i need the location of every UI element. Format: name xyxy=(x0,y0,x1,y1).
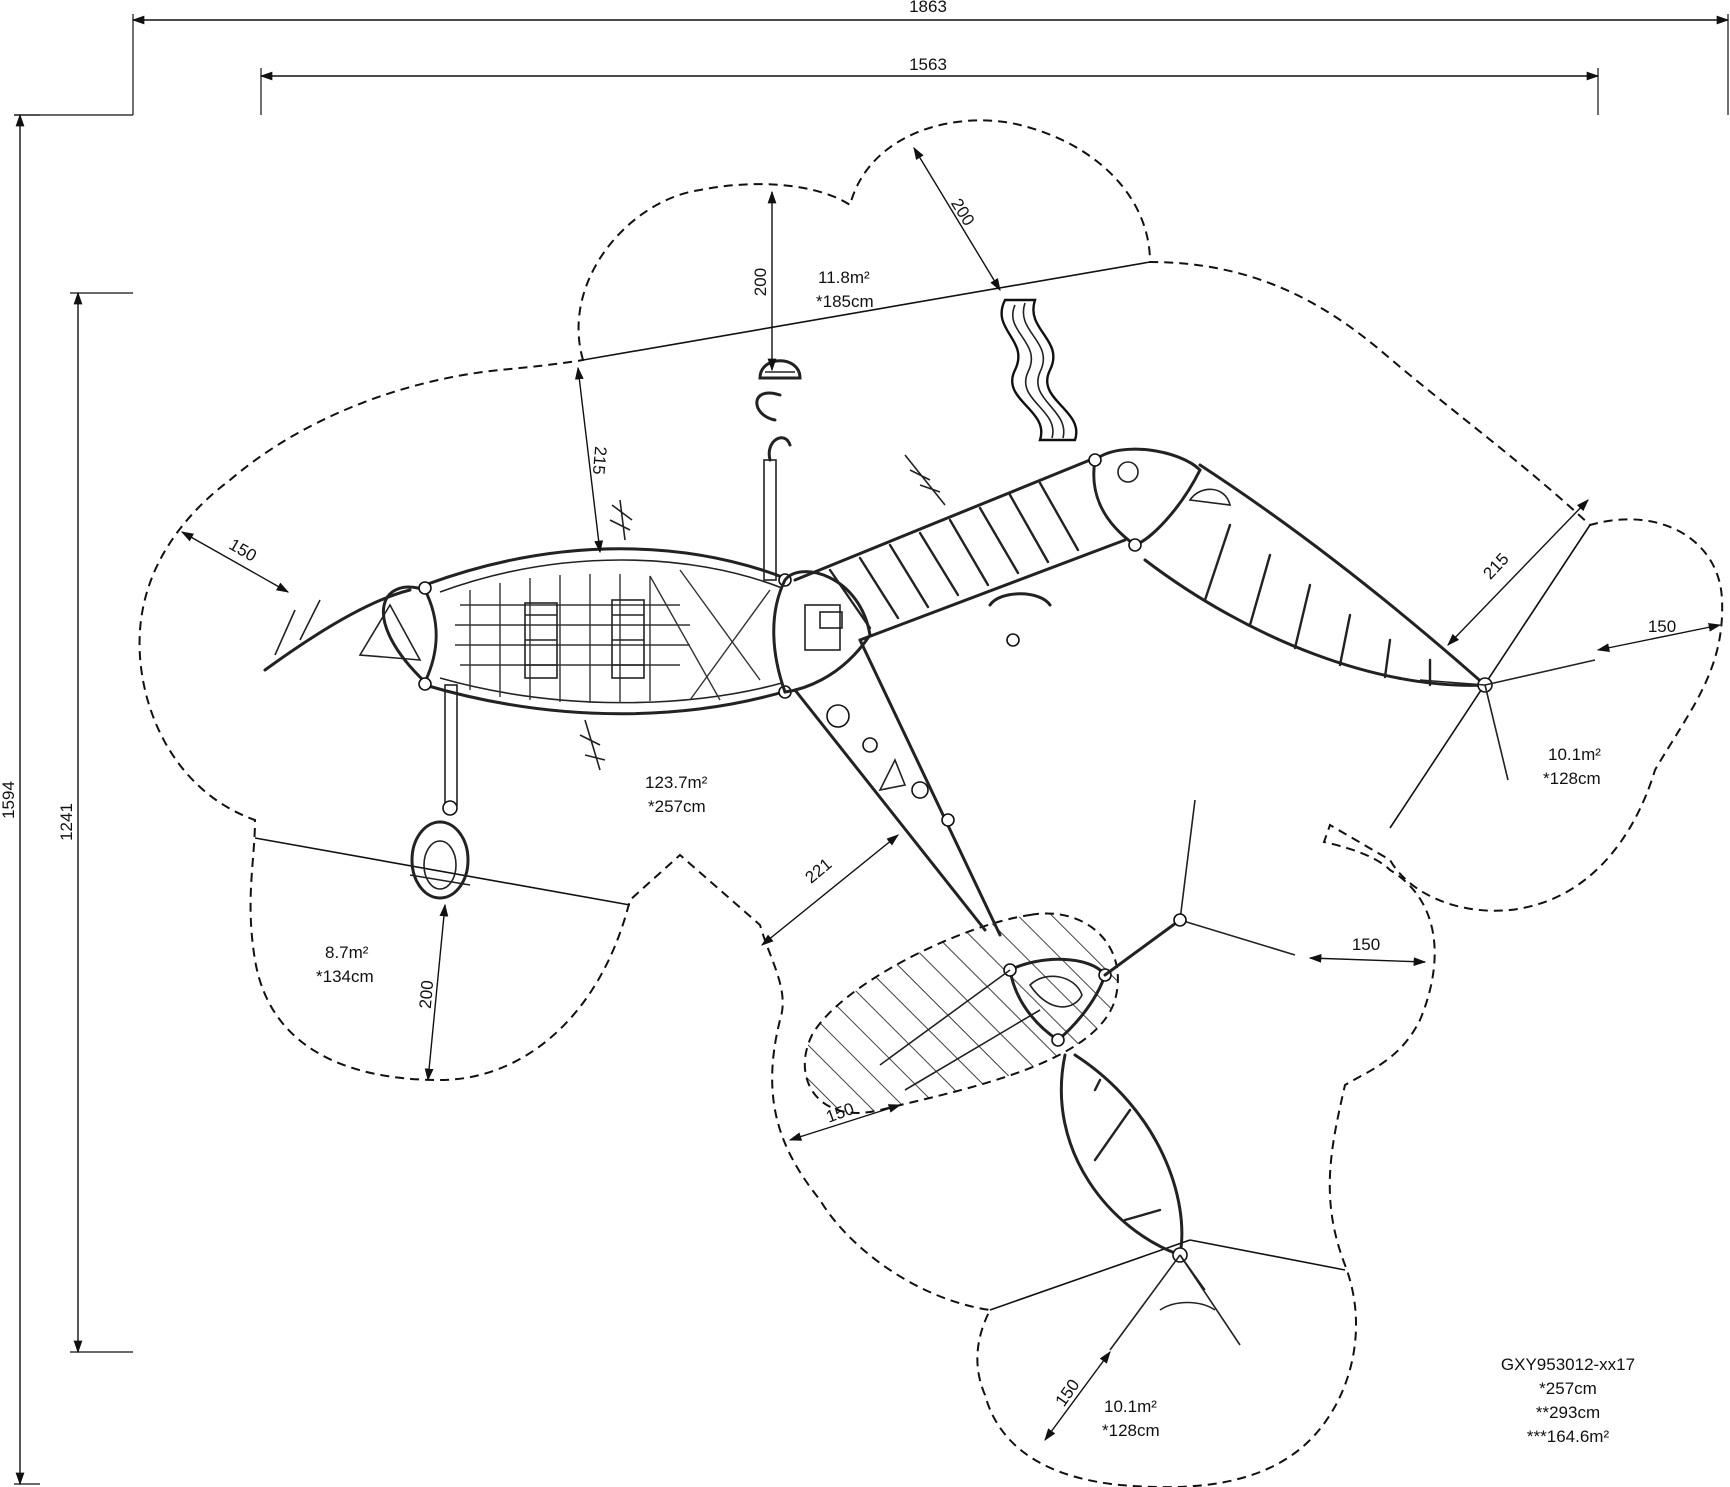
dist-right-end: 150 xyxy=(1648,617,1676,636)
product-area: ***164.6m² xyxy=(1527,1427,1610,1446)
zone-bottom-height: *128cm xyxy=(1102,1421,1160,1440)
dist-left-end: 150 xyxy=(226,535,260,566)
zone-bottom-area: 10.1m² xyxy=(1104,1397,1157,1416)
zone-main-height: *257cm xyxy=(648,797,706,816)
zone-top-height: *185cm xyxy=(816,292,874,311)
lower-node xyxy=(879,799,1296,1091)
central-platform xyxy=(772,570,872,694)
width-inner-label: 1563 xyxy=(909,55,947,74)
product-height-2: **293cm xyxy=(1536,1403,1600,1422)
dist-left-upper: 215 xyxy=(589,446,610,476)
safety-zone-outline xyxy=(138,119,1724,1487)
bottom-arch xyxy=(1059,1053,1241,1351)
zone-top-area: 11.8m² xyxy=(818,268,870,287)
zone-right-area: 10.1m² xyxy=(1548,745,1601,764)
dist-top-right: 200 xyxy=(947,195,978,229)
width-total-label: 1863 xyxy=(909,0,947,16)
dist-bottom-left: 200 xyxy=(416,980,437,1010)
poles xyxy=(409,359,802,900)
zone-labels: 11.8m² *185cm 123.7m² *257cm 10.1m² *128… xyxy=(316,268,1601,1440)
play-structure xyxy=(263,298,1596,1351)
dist-right-middle: 150 xyxy=(1352,935,1380,954)
height-total-label: 1594 xyxy=(0,781,18,819)
left-boat-net xyxy=(263,499,792,771)
wavy-slide xyxy=(1000,298,1078,442)
safety-dimensions: 200 200 215 150 215 150 221 200 150 150 … xyxy=(180,146,1722,1442)
zone-right-height: *128cm xyxy=(1543,769,1601,788)
right-wing xyxy=(1088,447,1596,781)
product-code: GXY953012-xx17 xyxy=(1501,1355,1635,1374)
upper-bridge xyxy=(793,454,1127,647)
zone-left-area: 8.7m² xyxy=(325,943,369,962)
hatched-zone xyxy=(803,912,1119,1114)
central-diagonal xyxy=(793,638,1002,937)
height-inner-label: 1241 xyxy=(57,803,76,841)
product-info: GXY953012-xx17 *257cm **293cm ***164.6m² xyxy=(1501,1355,1635,1446)
dist-bottom: 150 xyxy=(1052,1376,1084,1410)
zone-dividers xyxy=(254,261,1591,1311)
zone-left-height: *134cm xyxy=(316,967,374,986)
dist-center: 221 xyxy=(801,854,835,887)
dist-right-upper: 215 xyxy=(1479,549,1512,583)
product-height-1: *257cm xyxy=(1539,1379,1597,1398)
dist-top-center: 200 xyxy=(751,268,770,296)
zone-main-area: 123.7m² xyxy=(645,773,708,792)
